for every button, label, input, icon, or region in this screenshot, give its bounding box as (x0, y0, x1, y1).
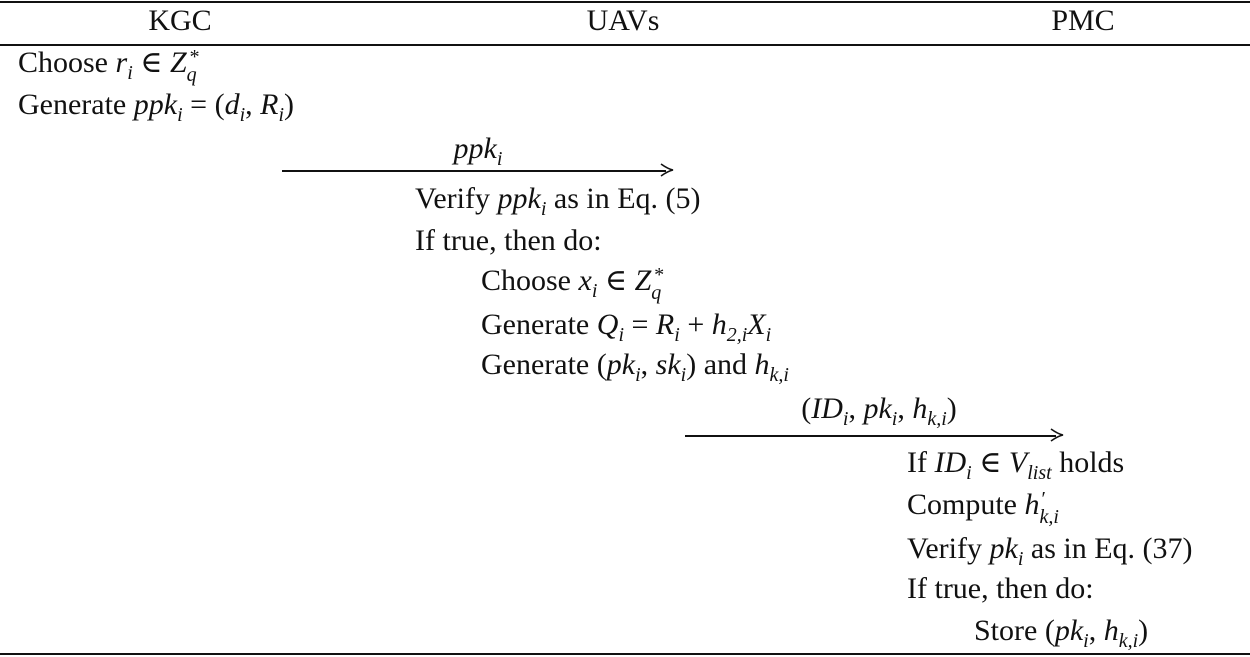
uav-generate-keys-step: Generate (pki, ski) and hk,i (481, 348, 789, 386)
arrow-kgc-to-uavs (282, 163, 674, 177)
pmc-compute-step: Compute h′k,i (907, 488, 1059, 528)
message-id-pk-h-label: (IDi, pki, hk,i) (801, 392, 957, 430)
uav-if-true: If true, then do: (415, 224, 602, 257)
header-pmc: PMC (1051, 4, 1115, 37)
uav-verify-step: Verify ppki as in Eq. (5) (415, 182, 701, 220)
pmc-if-holds-step: If IDi ∈ Vlist holds (907, 446, 1125, 484)
uav-choose-step: Choose xi ∈ Z*q (481, 264, 664, 304)
kgc-generate-step: Generate ppki = (di, Ri) (18, 88, 295, 126)
header-uavs: UAVs (586, 4, 660, 37)
header-rule (0, 44, 1250, 46)
bottom-rule (0, 653, 1250, 655)
kgc-choose-step: Choose ri ∈ Z*q (18, 46, 199, 86)
arrowhead-icon (660, 163, 674, 177)
pmc-store-step: Store (pki, hk,i) (974, 614, 1149, 652)
header-kgc: KGC (148, 4, 212, 37)
uav-generate-q-step: Generate Qi = Ri + h2,iXi (481, 308, 772, 346)
arrow-uavs-to-pmc (685, 428, 1064, 442)
pmc-if-true: If true, then do: (907, 572, 1094, 605)
pmc-verify-step: Verify pki as in Eq. (37) (907, 532, 1193, 570)
message-ppk-label: ppki (453, 132, 503, 170)
arrowhead-icon (1050, 428, 1064, 442)
top-rule (0, 1, 1250, 3)
